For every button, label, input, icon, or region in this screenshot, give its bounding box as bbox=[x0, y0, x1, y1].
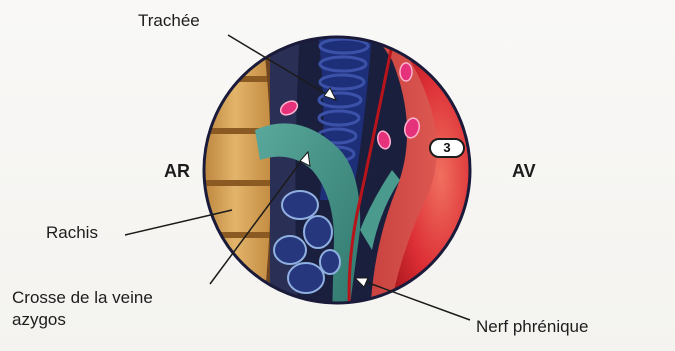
label-nerf-phrenique: Nerf phrénique bbox=[476, 316, 588, 337]
label-av: AV bbox=[512, 160, 536, 183]
label-ar: AR bbox=[164, 160, 190, 183]
number-badge: 3 bbox=[429, 138, 465, 158]
label-trachee: Trachée bbox=[138, 10, 200, 31]
circular-inset bbox=[200, 30, 484, 320]
label-rachis: Rachis bbox=[46, 222, 98, 243]
label-crosse-line2: azygos bbox=[12, 309, 66, 330]
label-crosse-line1: Crosse de la veine bbox=[12, 287, 153, 308]
